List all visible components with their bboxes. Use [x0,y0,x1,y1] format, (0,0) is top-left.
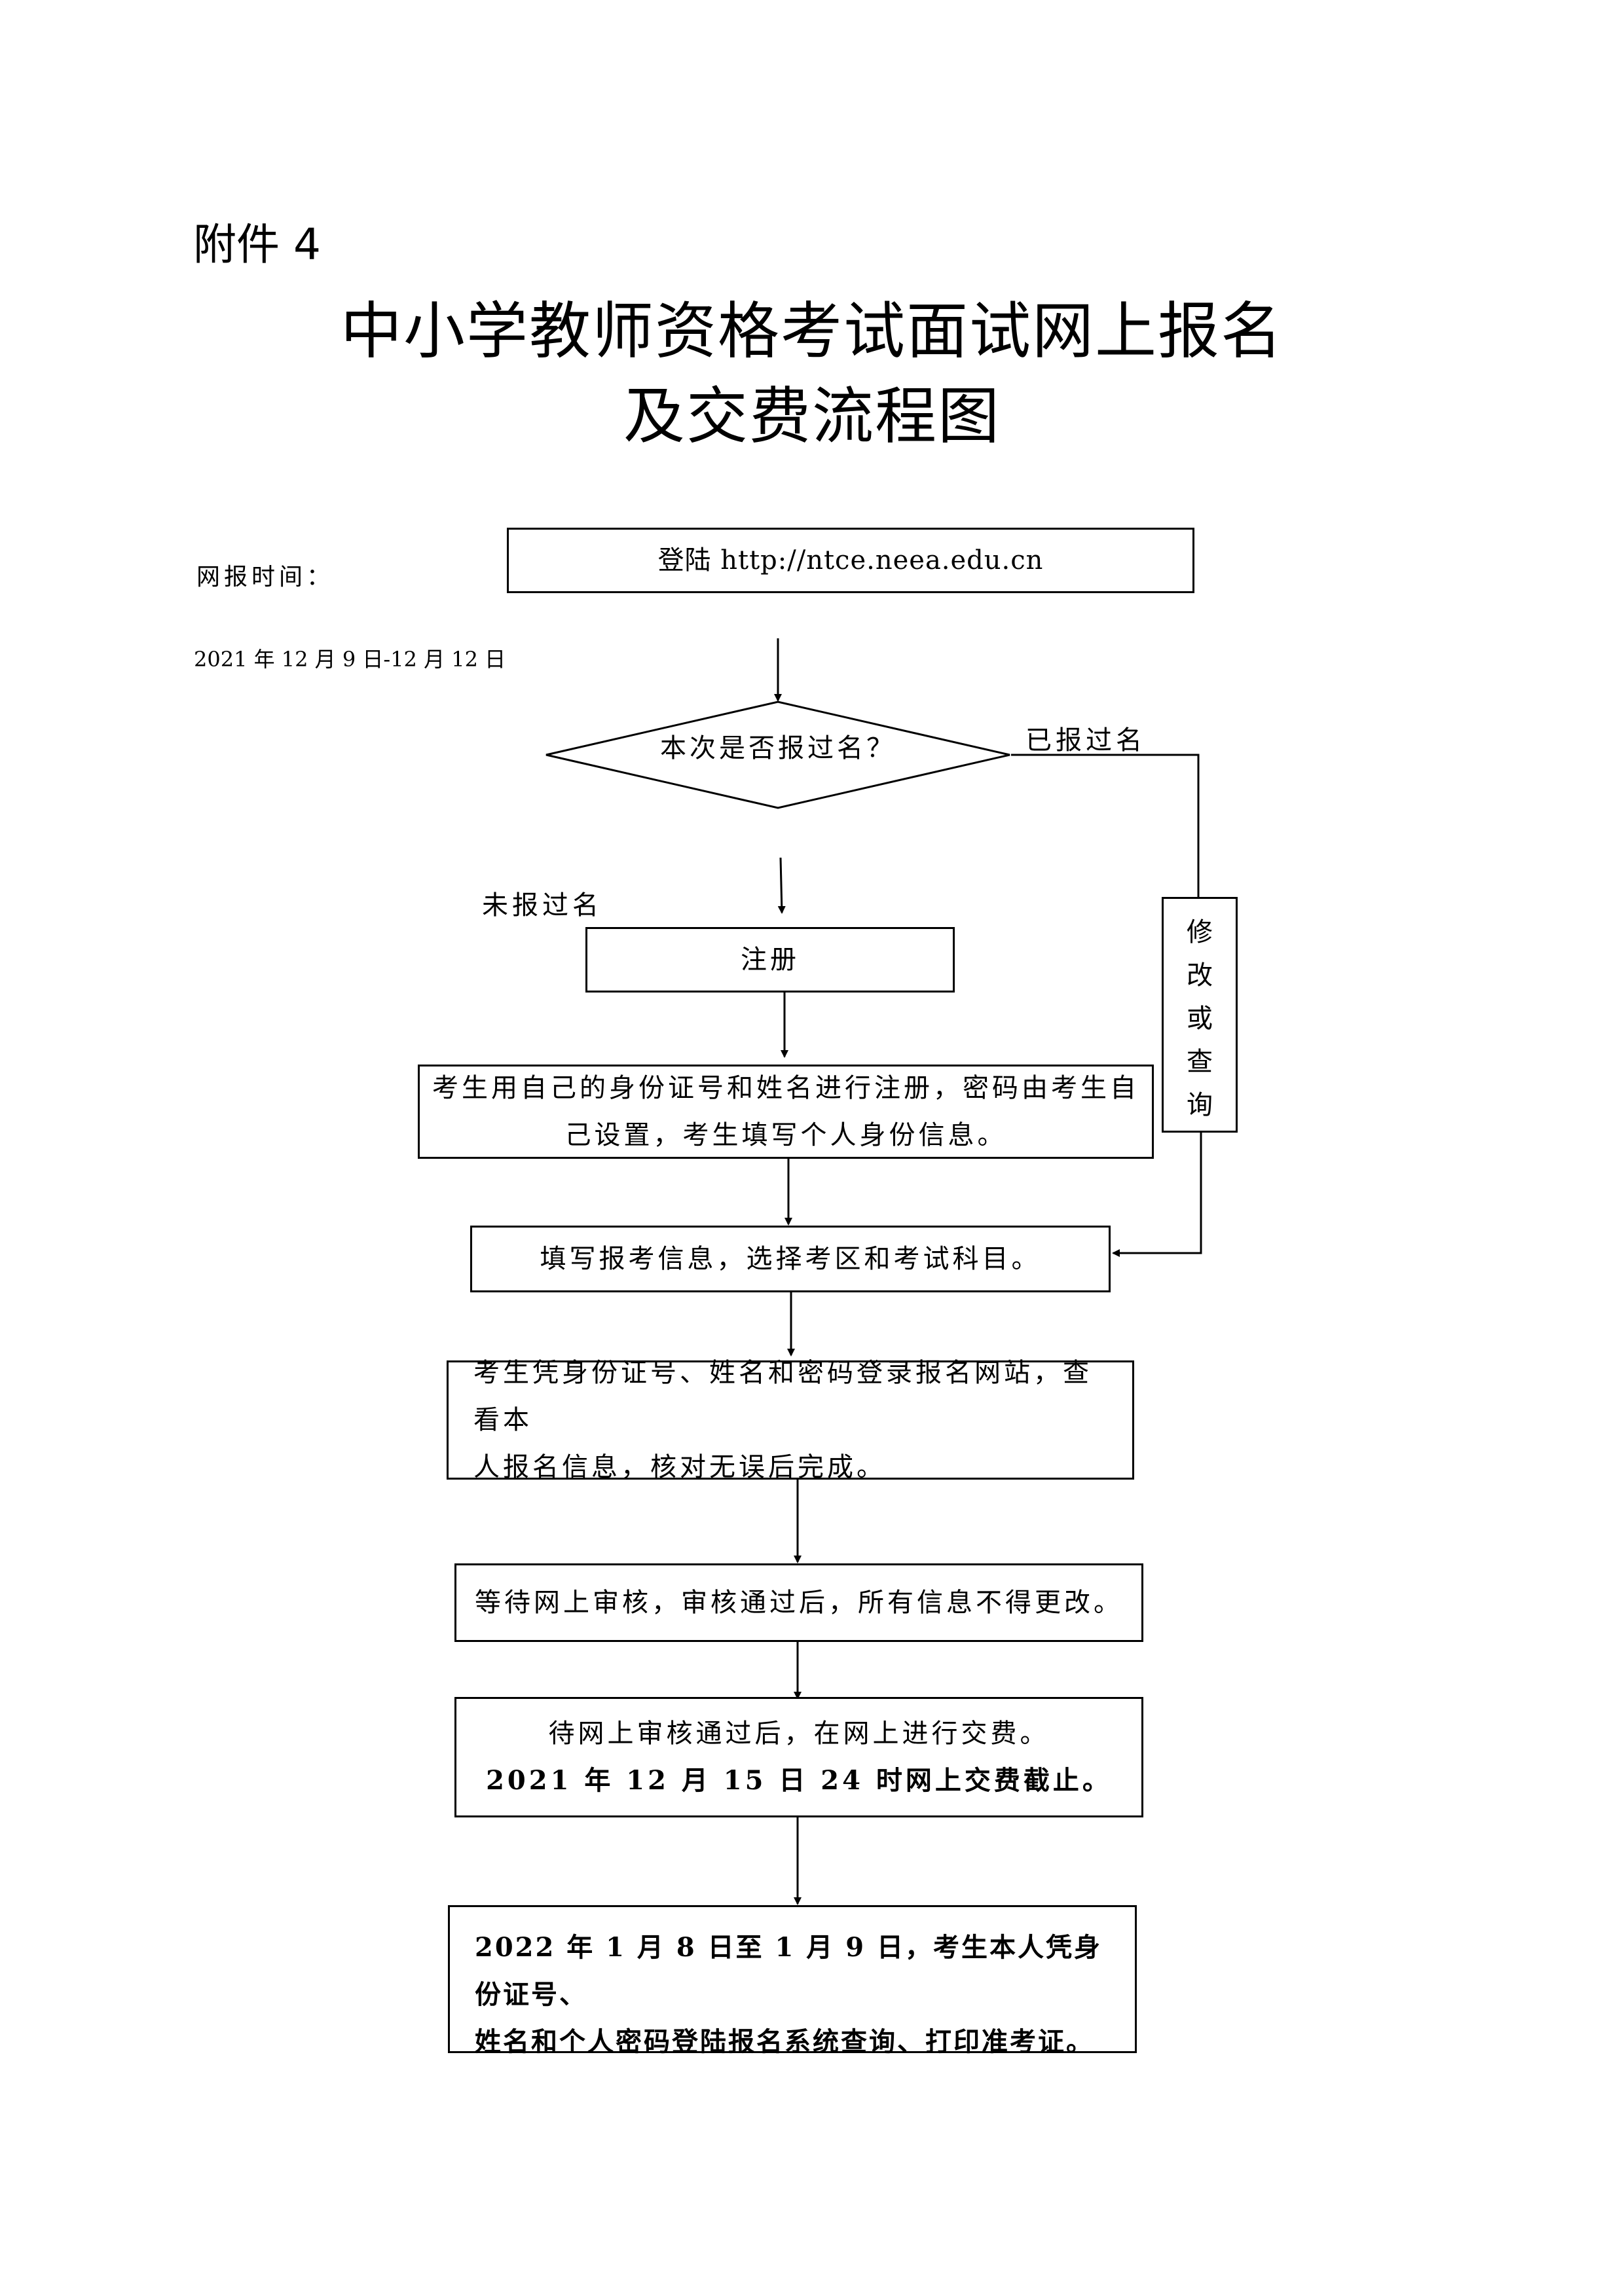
admission-line-1: 2022 年 1 月 8 日至 1 月 9 日，考生本人凭身份证号、 [475,1932,1102,2010]
arrow-question-to-register [777,857,786,914]
page-title-line-1: 中小学教师资格考试面试网上报名 [340,296,1283,367]
question-text: 本次是否报过名？ [660,733,896,763]
review-box: 等待网上审核，审核通过后，所有信息不得更改。 [454,1563,1143,1642]
page-title-line-2: 及交费流程图 [623,381,1001,452]
attachment-label: 附件 4 [193,219,321,270]
verify-line-2: 人报名信息，核对无误后完成。 [473,1452,886,1482]
login-box: 登陆 http://ntce.neea.edu.cn [507,528,1194,593]
schedule-label: 网报时间： [196,564,335,591]
branch-yes-label: 已报过名 [1025,725,1146,756]
review-text: 等待网上审核，审核通过后，所有信息不得更改。 [475,1588,1123,1618]
fill-info-box: 填写报考信息，选择考区和考试科目。 [470,1226,1111,1292]
branch-yes-line [1011,754,1200,897]
modify-char-5: 询 [1187,1090,1213,1120]
payment-line-1: 待网上审核通过后，在网上进行交费。 [548,1719,1050,1749]
verify-box: 考生凭身份证号、姓名和密码登录报名网站，查看本 人报名信息，核对无误后完成。 [447,1358,1134,1482]
payment-box: 待网上审核通过后，在网上进行交费。 2021 年 12 月 15 日 24 时网… [454,1697,1143,1817]
register-detail-box: 考生用自己的身份证号和姓名进行注册，密码由考生自 己设置，考生填写个人身份信息。 [418,1065,1154,1159]
fill-info-text: 填写报考信息，选择考区和考试科目。 [540,1244,1041,1274]
register-box: 注册 [585,927,955,993]
modify-or-query-box: 修 改 或 查 询 [1162,897,1238,1133]
modify-char-1: 修 [1187,917,1213,947]
modify-char-4: 查 [1187,1047,1213,1077]
admission-line-2: 姓名和个人密码登陆报名系统查询、打印准考证。 [475,2026,1094,2057]
login-text: 登陆 http://ntce.neea.edu.cn [657,545,1044,575]
branch-modify-line [1112,1133,1202,1257]
decision-diamond [545,701,1010,809]
branch-no-label: 未报过名 [482,890,602,920]
modify-char-2: 改 [1187,960,1213,991]
register-detail-line-1: 考生用自己的身份证号和姓名进行注册，密码由考生自 [432,1073,1139,1103]
register-detail-line-2: 己设置，考生填写个人身份信息。 [564,1120,1007,1150]
schedule-dates: 2021 年 12 月 9 日-12 月 12 日 [194,647,506,672]
payment-line-2: 2021 年 12 月 15 日 24 时网上交费截止。 [486,1765,1112,1796]
admission-box: 2022 年 1 月 8 日至 1 月 9 日，考生本人凭身份证号、 姓名和个人… [448,1905,1137,2057]
modify-char-3: 或 [1187,1004,1213,1034]
register-text: 注册 [741,945,800,975]
verify-line-1: 考生凭身份证号、姓名和密码登录报名网站，查看本 [473,1358,1092,1435]
